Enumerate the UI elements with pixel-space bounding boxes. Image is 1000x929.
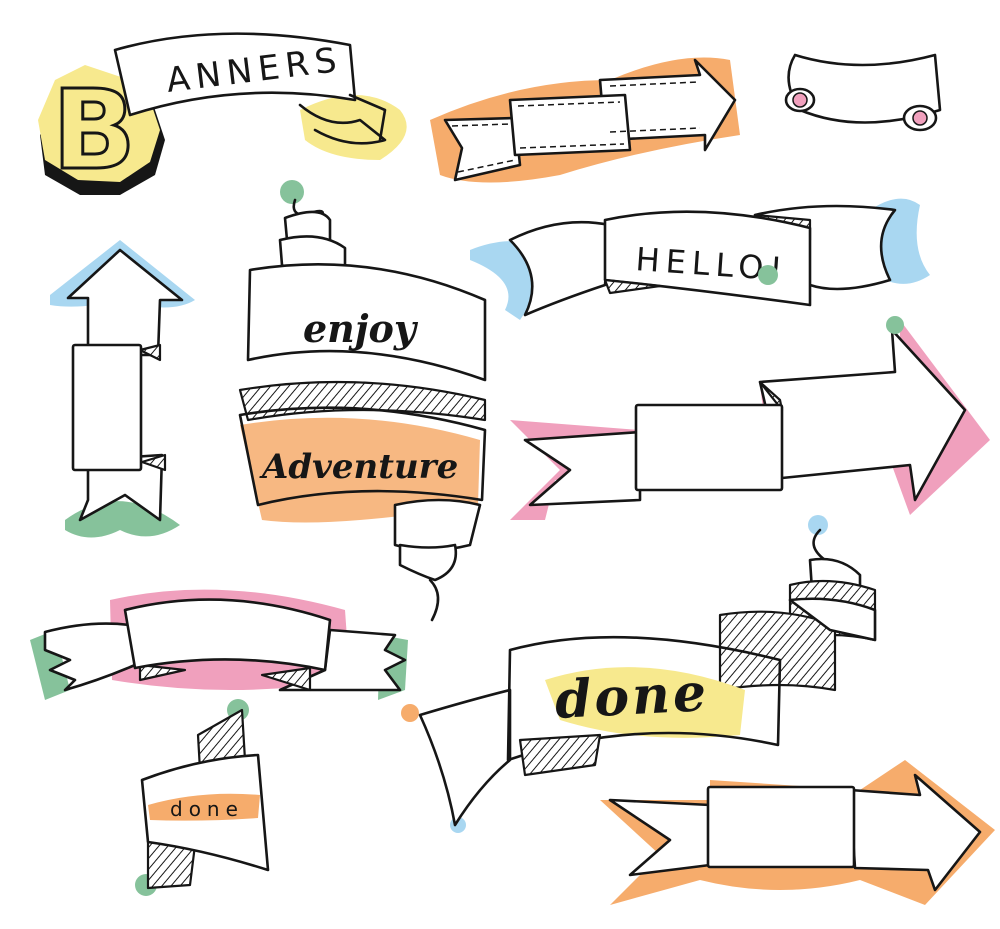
title-initial: B: [52, 66, 136, 194]
pink-arrow-banner: [510, 316, 990, 520]
enjoy-text: enjoy: [303, 306, 419, 351]
done-large-orange-dot: [401, 704, 419, 722]
done-large-banner: done: [401, 515, 877, 833]
done-small-banner: done: [135, 699, 270, 896]
title-ribbon: [113, 32, 357, 117]
title-banner-yellow-wash: [300, 95, 407, 160]
done-large-text: done: [553, 662, 710, 731]
done-small-text: done: [170, 797, 244, 821]
hello-green-dot: [758, 265, 778, 285]
orange-arrow-banner: [600, 760, 995, 905]
done-large-yellow-wash: [545, 667, 745, 738]
title-banner: B ANNERS: [38, 32, 407, 196]
pink-arrow-green-dot: [886, 316, 904, 334]
enjoy-adventure-banner: enjoy Adventure: [238, 180, 487, 622]
hello-banner: HELLO!: [470, 198, 930, 320]
done-large-blue-dot: [808, 515, 828, 535]
dashed-arrow-banner: [430, 57, 740, 183]
adventure-text: Adventure: [259, 447, 458, 487]
pink-frame-banner: [30, 589, 408, 700]
enjoy-green-dot: [280, 180, 304, 204]
done-small-orange-wash: [148, 793, 260, 821]
pink-frame-green-left: [30, 630, 70, 700]
up-arrow-banner: [50, 240, 195, 538]
scroll-banner: [784, 53, 942, 132]
